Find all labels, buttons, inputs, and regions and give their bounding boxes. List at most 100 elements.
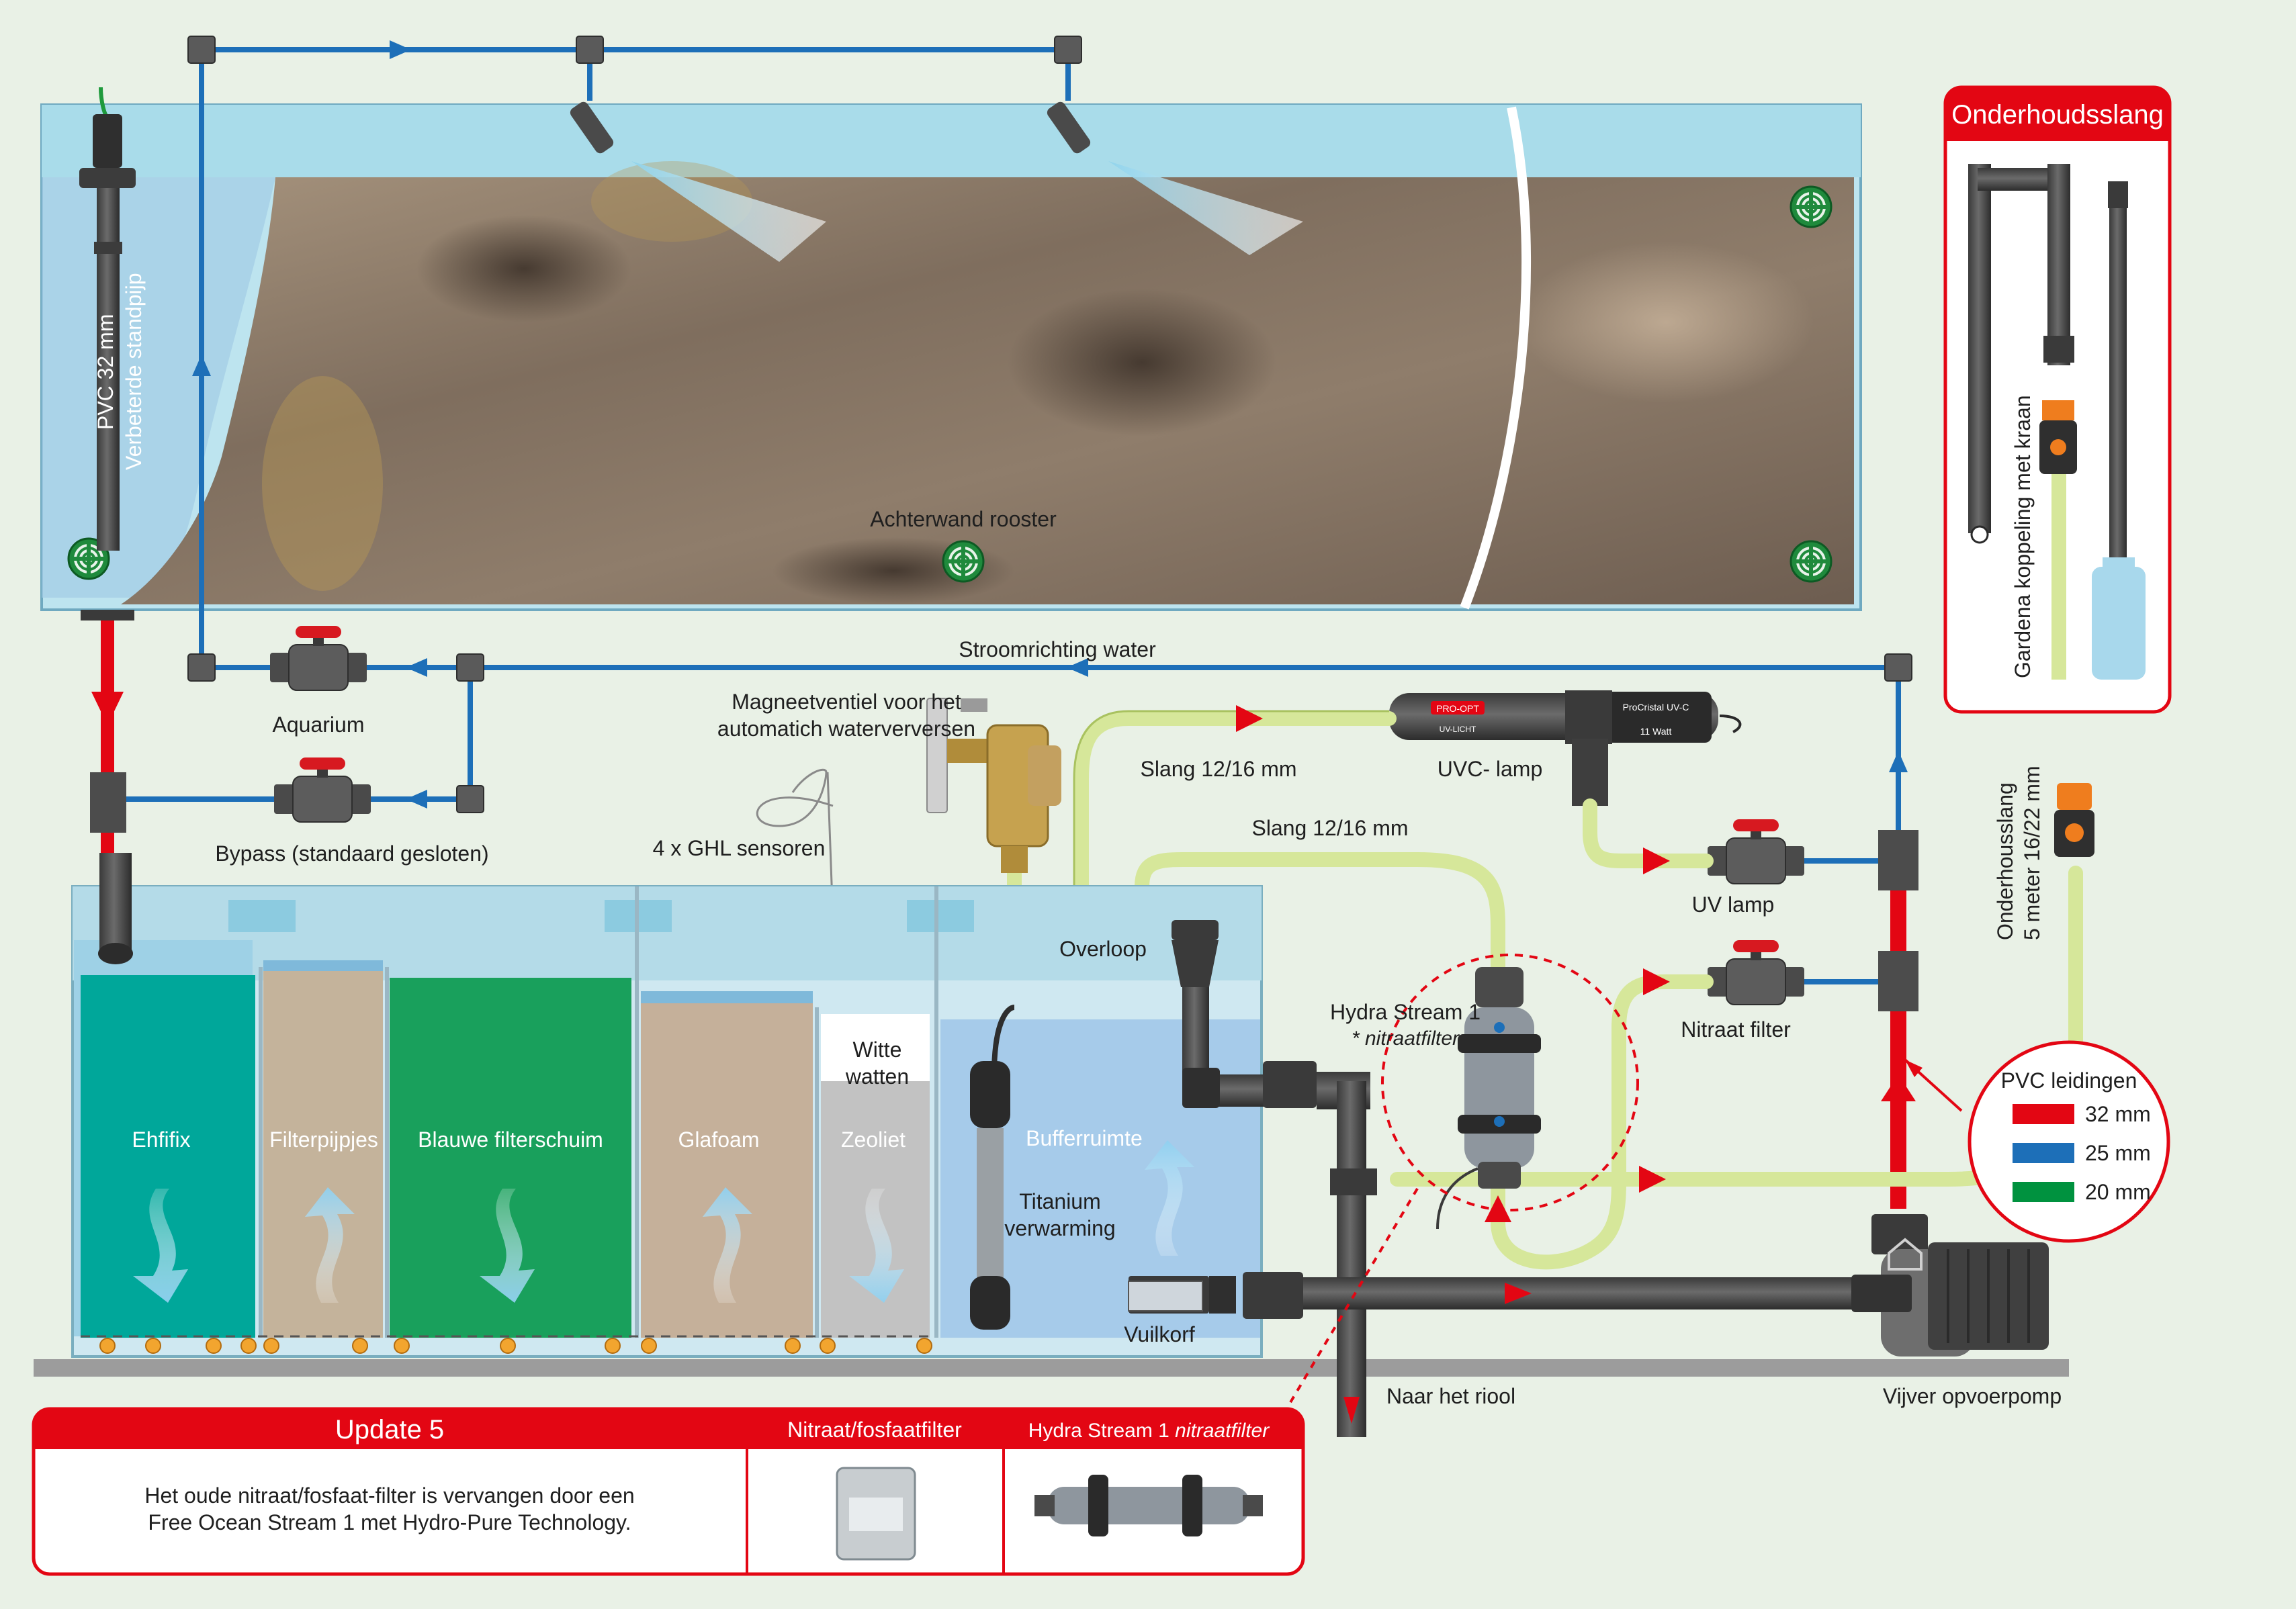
magnet-valve <box>926 698 1061 927</box>
update-text-line1: Het oude nitraat/fosfaat-filter is verva… <box>144 1483 634 1508</box>
hydra-sub: * nitraatfilter <box>1352 1027 1460 1050</box>
pipe-elbow <box>1884 653 1912 682</box>
cotton-label-1: Witte <box>853 1038 902 1062</box>
grate-bottomright-icon <box>1790 540 1833 583</box>
pipe-tee <box>456 653 484 682</box>
legend-label-25: 25 mm <box>2085 1141 2151 1165</box>
standpipe-coupling <box>79 168 136 188</box>
flow-direction-label: Stroomrichting water <box>959 637 1156 661</box>
legend-label-32: 32 mm <box>2085 1102 2151 1126</box>
rock-highlight <box>591 161 752 242</box>
sump-supports <box>99 1338 932 1354</box>
pump-flow-arrow <box>1505 1283 1532 1304</box>
rock-shadow <box>1008 289 1276 436</box>
update-text-line2: Free Ocean Stream 1 met Hydro-Pure Techn… <box>148 1510 631 1534</box>
pipe-elbow <box>187 36 216 64</box>
uvc-logo: PRO-OPT <box>1436 703 1479 714</box>
heater-label-1: Titanium <box>1019 1189 1101 1213</box>
standpipe-label2: Verbeterde standpijp <box>122 273 146 470</box>
bypass-valve[interactable] <box>273 757 371 823</box>
sump-base <box>34 1359 2069 1377</box>
hydra-highlight-circle <box>1381 954 1639 1211</box>
standpipe-ring <box>94 242 122 254</box>
uv-valve[interactable] <box>1707 819 1805 884</box>
flow-arrows-sump <box>133 1140 1194 1303</box>
uvc-lamp-label: UVC- lamp <box>1438 757 1542 781</box>
legend-swatch-25 <box>2013 1143 2074 1163</box>
nozzle-1 <box>570 101 614 154</box>
nitrate-valve[interactable] <box>1707 939 1805 1005</box>
pump-label: Vijver opvoerpomp <box>1883 1384 2062 1408</box>
pipe-elbow <box>1054 36 1082 64</box>
drain-arrow <box>1343 1397 1360 1424</box>
flow-arrow-left <box>406 790 427 809</box>
flow-arrow-left <box>406 658 427 677</box>
hose-outline <box>1073 710 1389 927</box>
overflow-assembly <box>1129 920 1867 1437</box>
legend-label-20: 20 mm <box>2085 1180 2151 1204</box>
hose-arrow <box>1643 847 1670 874</box>
gardena-label: Gardena koppeling met kraan <box>2011 395 2035 678</box>
chamber-label-ehfifix: Ehfifix <box>132 1128 190 1152</box>
nitrate-valve-label: Nitraat filter <box>1681 1017 1791 1042</box>
maintenance-panel-title: Onderhoudsslang <box>1951 100 2164 130</box>
sump-inlet-pipe <box>99 853 132 954</box>
pipe-tee <box>576 36 604 64</box>
standpipe-label: PVC 32 mm <box>93 314 118 430</box>
update-col2-title: Nitraat/fosfaatfilter <box>787 1418 962 1442</box>
strainer-basket <box>1128 1281 1203 1312</box>
hose-arrow <box>1643 968 1670 995</box>
flow-arrow-left <box>1067 658 1088 677</box>
aquarium-surface <box>42 105 1861 177</box>
grate-topright-icon <box>1790 185 1833 228</box>
pond-pump <box>1851 1214 2049 1357</box>
nozzle-spray-2 <box>1108 161 1303 255</box>
legend-swatch-32 <box>2013 1104 2074 1124</box>
uvc-brand: ProCristal UV-C <box>1623 702 1689 712</box>
drain-label: Naar het riool <box>1386 1384 1515 1408</box>
hose-mid-label: Slang 12/16 mm <box>1251 816 1408 840</box>
uvc-sub: UV-LICHT <box>1440 725 1476 734</box>
chamber-label-glafoam: Glafoam <box>678 1128 760 1152</box>
strainer-label: Vuilkorf <box>1124 1322 1195 1346</box>
flow-arrow-up <box>1889 751 1908 772</box>
update-col3-title: Hydra Stream 1 nitraatfilter <box>1028 1420 1270 1442</box>
hose-top-label: Slang 12/16 mm <box>1140 757 1296 781</box>
maint-hose-label-1: Onderhousslang <box>1993 782 2017 940</box>
titanium-heater <box>970 1005 1015 1330</box>
flow-arrow-right <box>390 40 411 59</box>
uv-valve-label: UV lamp <box>1692 892 1775 917</box>
pipe-elbow <box>187 653 216 682</box>
update-panel <box>32 1407 1305 1576</box>
hydra-title: Hydra Stream 1 <box>1330 1000 1481 1024</box>
cotton-label-2: watten <box>845 1064 909 1089</box>
aquarium-valve-label: Aquarium <box>273 712 365 737</box>
maintenance-hose-panel <box>1943 85 2172 714</box>
legend-title: PVC leidingen <box>2001 1068 2137 1093</box>
standpipe-cap <box>93 114 122 168</box>
overflow-label: Overloop <box>1059 937 1147 961</box>
rock-highlight <box>1518 242 1814 403</box>
chamber-label-filterpijpjes: Filterpijpjes <box>269 1128 378 1152</box>
grate-label: Achterwand rooster <box>870 507 1057 531</box>
aquarium-valve[interactable] <box>269 625 367 691</box>
gardena-connector-tap <box>2065 823 2084 842</box>
sump-inlet-opening <box>98 943 133 964</box>
rock-shadow <box>416 215 631 322</box>
heater-label-2: verwarming <box>1004 1216 1115 1240</box>
hydra-stream-filter <box>1436 967 1541 1230</box>
magnet-valve-label2: automatich waterverversen <box>717 717 975 741</box>
magnet-valve-label1: Magneetventiel voor het <box>732 690 961 714</box>
nozzle-2 <box>1047 101 1091 154</box>
uvc-lamp <box>1389 690 1742 806</box>
ghl-sensors-label: 4 x GHL sensoren <box>653 836 826 860</box>
chamber-label-bufferruimte: Bufferruimte <box>1026 1126 1143 1150</box>
hose-arrow <box>1639 1166 1666 1193</box>
bypass-valve-label: Bypass (standaard gesloten) <box>215 841 488 866</box>
uvc-watt: 11 Watt <box>1640 726 1672 737</box>
flow-arrow-up <box>192 355 211 376</box>
maint-hose-label-2: 5 meter 16/22 mm <box>2020 766 2044 940</box>
chamber-label-blauwe-filterschuim: Blauwe filterschuim <box>418 1128 603 1152</box>
chamber-label-zeoliet: Zeoliet <box>841 1128 906 1152</box>
